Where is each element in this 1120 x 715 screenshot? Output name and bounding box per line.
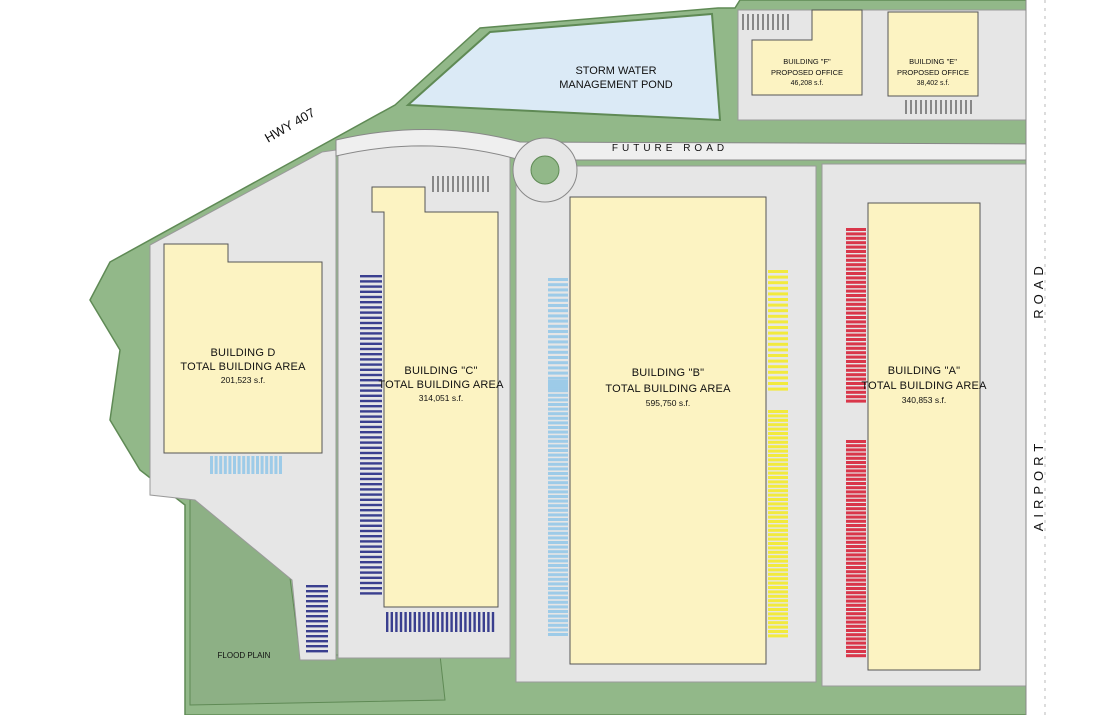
- office-parking-north: [742, 14, 789, 30]
- building-b-east-docks-upper: [768, 270, 788, 391]
- flood-plain-label: FLOOD PLAIN: [218, 651, 271, 660]
- building-a-footprint: [867, 202, 981, 671]
- building-b-west-docks-lower: [548, 380, 568, 636]
- building-a-loading-docks-upper: [846, 228, 866, 403]
- building-d-footprint: [163, 243, 323, 454]
- building-e-name: BUILDING "E": [909, 57, 957, 66]
- building-c-trailer-parking: [360, 275, 382, 595]
- building-b-name: BUILDING "B": [632, 367, 705, 379]
- building-d-loading-docks: [210, 456, 282, 474]
- airport-road-upper-label: ROAD: [1031, 261, 1046, 319]
- building-f-name: BUILDING "F": [783, 57, 831, 66]
- building-d-area: 201,523 s.f.: [221, 375, 265, 385]
- building-e-area: 38,402 s.f.: [917, 80, 950, 87]
- office-parking-east: [905, 100, 972, 114]
- airport-road: [1026, 0, 1120, 715]
- north-lot-parking: [432, 176, 489, 192]
- storm-water-pond: [405, 12, 722, 122]
- building-c-name: BUILDING "C": [404, 365, 477, 377]
- dock-and-parking-layer: [210, 14, 972, 658]
- west-lot-parking: [306, 585, 328, 653]
- building-c-subtitle: TOTAL BUILDING AREA: [378, 379, 504, 391]
- building-b-footprint: [569, 196, 767, 665]
- building-c-south-parking: [386, 612, 495, 632]
- building-c-footprint: [371, 186, 499, 608]
- building-c-area: 314,051 s.f.: [419, 393, 463, 403]
- building-a-subtitle: TOTAL BUILDING AREA: [861, 380, 987, 392]
- building-f-subtitle: PROPOSED OFFICE: [771, 68, 843, 77]
- building-a-area: 340,853 s.f.: [902, 395, 946, 405]
- building-e-footprint: [887, 11, 979, 97]
- building-a-name: BUILDING "A": [888, 365, 961, 377]
- building-f-area: 46,208 s.f.: [791, 80, 824, 87]
- airport-road-lower-label: AIRPORT: [1031, 439, 1046, 532]
- building-d-subtitle: TOTAL BUILDING AREA: [180, 361, 306, 373]
- building-d-name: BUILDING D: [211, 347, 276, 359]
- building-a-loading-docks-lower: [846, 440, 866, 658]
- roundabout-island: [530, 155, 560, 185]
- pond-label-line2: MANAGEMENT POND: [559, 79, 673, 91]
- pond-label-line1: STORM WATER: [575, 65, 656, 77]
- building-f-footprint: [751, 9, 863, 96]
- building-b-area: 595,750 s.f.: [646, 398, 690, 408]
- building-b-subtitle: TOTAL BUILDING AREA: [605, 383, 731, 395]
- building-e-subtitle: PROPOSED OFFICE: [897, 68, 969, 77]
- future-road-label: FUTURE ROAD: [612, 143, 728, 154]
- building-b-east-docks-lower: [768, 410, 788, 638]
- building-b-west-docks-upper: [548, 278, 568, 391]
